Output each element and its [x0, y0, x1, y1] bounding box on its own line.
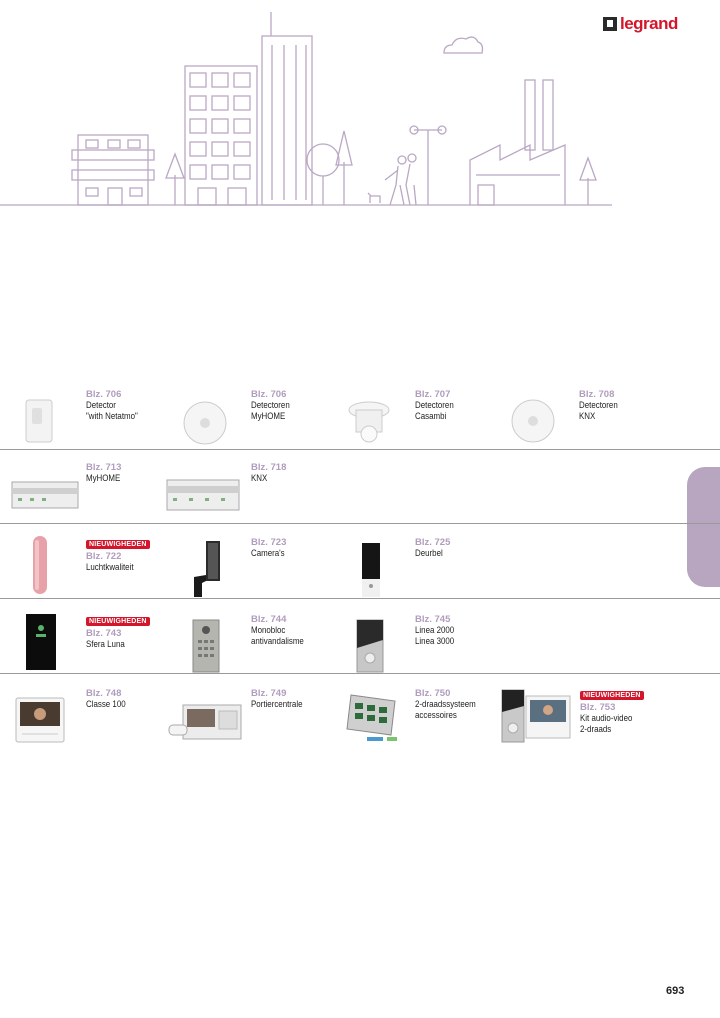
item-label-line: antivandalisme: [251, 636, 304, 646]
page-reference: Blz. 725: [415, 537, 451, 548]
page-reference: Blz. 750: [415, 688, 451, 699]
row-divider: [0, 449, 720, 450]
item-label-line: Detectoren: [251, 400, 290, 410]
sfera-luna-panel-icon: [0, 610, 80, 674]
item-label-line: Deurbel: [415, 548, 443, 558]
catalog-item[interactable]: Blz. 745 Linea 2000 Linea 3000: [329, 614, 489, 686]
new-badge: NIEUWIGHEDEN: [86, 540, 150, 549]
legrand-logo-mark: [603, 17, 617, 31]
catalog-item[interactable]: Blz. 723 Camera's: [165, 537, 325, 609]
catalog-item[interactable]: Blz. 749 Portiercentrale: [165, 688, 325, 760]
catalog-item[interactable]: Blz. 706 Detector "with Netatmo": [0, 389, 160, 461]
item-label-line: Camera's: [251, 548, 285, 558]
page-reference: Blz. 748: [86, 688, 122, 699]
doorbell-icon: [329, 537, 409, 601]
legrand-logo: legrand: [603, 14, 678, 34]
monobloc-panel-icon: [165, 614, 245, 678]
chapter-side-tab[interactable]: [687, 467, 720, 587]
item-label-line: Detectoren: [415, 400, 454, 410]
item-label-line: Kit audio-video: [580, 713, 633, 723]
catalog-item[interactable]: Blz. 706 Detectoren MyHOME: [165, 389, 325, 461]
page-reference: Blz. 706: [251, 389, 287, 400]
new-badge: NIEUWIGHEDEN: [580, 691, 644, 700]
page-reference: Blz. 708: [579, 389, 615, 400]
video-monitor-icon: [0, 688, 80, 752]
catalog-item[interactable]: NIEUWIGHEDEN Blz. 753 Kit audio-video 2-…: [494, 684, 654, 756]
item-label-line: KNX: [251, 473, 268, 483]
page-number: 693: [666, 985, 685, 997]
catalog-item[interactable]: Blz. 708 Detectoren KNX: [493, 389, 653, 461]
catalog-item[interactable]: Blz. 713 MyHOME: [0, 462, 160, 534]
page-reference: Blz. 745: [415, 614, 451, 625]
item-label-line: "with Netatmo": [86, 411, 138, 421]
page-reference: Blz. 722: [86, 551, 122, 562]
new-badge: NIEUWIGHEDEN: [86, 617, 150, 626]
audio-video-kit-icon: [494, 684, 574, 748]
item-label-line: Linea 3000: [415, 636, 455, 646]
concierge-station-icon: [165, 688, 245, 752]
catalog-item[interactable]: Blz. 707 Detectoren Casambi: [329, 389, 489, 461]
detector-netatmo-icon: [0, 389, 80, 453]
row-divider: [0, 598, 720, 599]
item-label-line: MyHOME: [251, 411, 286, 421]
catalog-item[interactable]: Blz. 718 KNX: [165, 462, 325, 534]
item-label-line: Linea 2000: [415, 625, 455, 635]
item-label-line: Sfera Luna: [86, 639, 125, 649]
catalog-item[interactable]: Blz. 750 2-draadssysteem accessoires: [329, 688, 489, 760]
page-reference: Blz. 706: [86, 389, 122, 400]
din-module-icon: [10, 462, 80, 526]
item-label-line: 2-draadssysteem: [415, 699, 476, 709]
accessory-kit-icon: [329, 688, 409, 752]
page-reference: Blz. 749: [251, 688, 287, 699]
legrand-logo-text: legrand: [620, 14, 678, 33]
page-reference: Blz. 718: [251, 462, 287, 473]
item-label-line: Monobloc: [251, 625, 286, 635]
row-divider: [0, 673, 720, 674]
linea-handset-icon: [329, 614, 409, 678]
item-label-line: accessoires: [415, 710, 457, 720]
ceiling-detector-icon: [165, 389, 245, 453]
page-reference: Blz. 753: [580, 702, 616, 713]
item-label-line: Detectoren: [579, 400, 618, 410]
page-reference: Blz. 707: [415, 389, 451, 400]
item-label-line: KNX: [579, 411, 596, 421]
row-divider: [0, 523, 720, 524]
page-reference: Blz. 713: [86, 462, 122, 473]
catalog-item[interactable]: NIEUWIGHEDEN Blz. 722 Luchtkwaliteit: [0, 533, 160, 605]
item-label-line: Casambi: [415, 411, 447, 421]
item-label-line: Classe 100: [86, 699, 126, 709]
city-skyline-illustration: [0, 12, 612, 206]
ceiling-detector-knx-icon: [493, 389, 573, 453]
item-label-line: Detector: [86, 400, 116, 410]
page-reference: Blz. 744: [251, 614, 287, 625]
page-reference: Blz. 743: [86, 628, 122, 639]
item-label-line: 2-draads: [580, 724, 612, 734]
page-reference: Blz. 723: [251, 537, 287, 548]
din-module-knx-icon: [165, 462, 241, 526]
outdoor-camera-icon: [165, 537, 245, 601]
item-label-line: MyHOME: [86, 473, 121, 483]
item-label-line: Luchtkwaliteit: [86, 562, 134, 572]
catalog-item[interactable]: Blz. 744 Monobloc antivandalisme: [165, 614, 325, 686]
catalog-item[interactable]: Blz. 725 Deurbel: [329, 537, 489, 609]
catalog-item[interactable]: NIEUWIGHEDEN Blz. 743 Sfera Luna: [0, 610, 160, 682]
item-label-line: Portiercentrale: [251, 699, 303, 709]
flush-detector-icon: [329, 389, 409, 453]
air-quality-sensor-icon: [0, 533, 80, 597]
catalog-item[interactable]: Blz. 748 Classe 100: [0, 688, 160, 760]
